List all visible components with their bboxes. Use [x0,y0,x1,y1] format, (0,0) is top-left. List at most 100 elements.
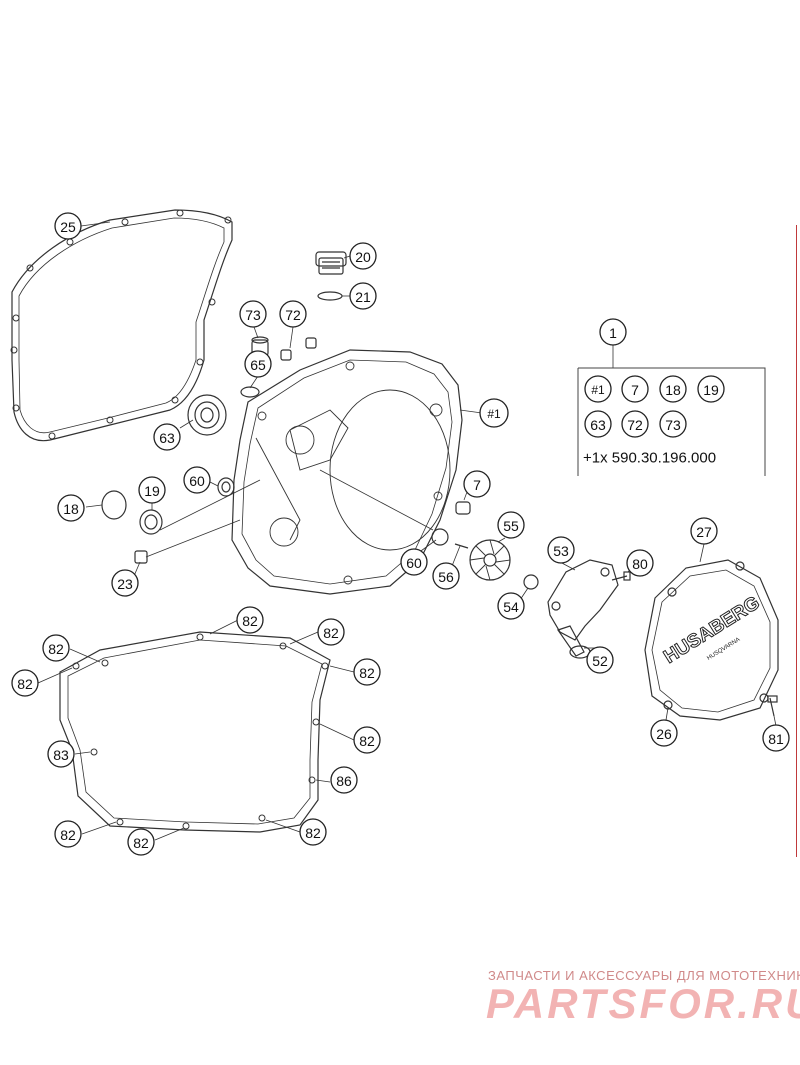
callout-82-4 [353,658,381,686]
callout-65 [244,350,272,378]
screw-80 [611,571,631,581]
callout-text-52: 52 [592,653,608,669]
callout-text-25: 25 [60,219,76,235]
callout-82-3 [42,634,70,662]
callout-82-9 [299,818,327,846]
callout-83 [47,740,75,768]
callout-27 [690,517,718,545]
callout-text-82-9: 82 [305,825,321,841]
callout-text-73: 73 [245,307,261,323]
bearing-63 [187,394,227,436]
seal-19 [139,509,163,535]
callout-81 [762,724,790,752]
callout-73 [239,300,267,328]
callout-text-82-1: 82 [242,613,258,629]
dowel-72-a [280,349,292,361]
callout-text-83: 83 [53,747,69,763]
callout-text-18: 18 [63,501,79,517]
callout-text-82-3: 82 [48,641,64,657]
o-ring-18 [101,490,127,520]
gasket-82 [59,631,331,833]
watermark-logo: PARTSFOR.RU [486,980,800,1027]
callout-text-hash1: #1 [487,407,501,421]
callout-text-60: 60 [189,473,205,489]
gasket-25-holes [10,209,232,440]
gasket-82-holes [72,633,329,830]
gasket-25 [11,209,233,442]
kit-item-text-1: #1 [591,383,605,397]
callout-86 [330,766,358,794]
callout-82-2 [317,618,345,646]
callout-text-60b: 60 [406,555,422,571]
callout-55 [497,511,525,539]
callout-text-86: 86 [336,773,352,789]
callout-text-53: 53 [553,543,569,559]
callout-text-26: 26 [656,726,672,742]
callout-82-1 [236,606,264,634]
callout-52 [586,646,614,674]
screw-81 [767,695,778,717]
callout-19 [138,476,166,504]
callout-text-1: 1 [609,325,617,341]
kit-item-text-6: 72 [627,417,643,433]
kit-item-text-5: 63 [590,417,606,433]
callout-53 [547,536,575,564]
callout-text-54: 54 [503,599,519,615]
callout-82-6 [353,726,381,754]
kit-item-text-2: 7 [631,382,639,398]
callout-text-21: 21 [355,289,371,305]
callout-25 [54,212,82,240]
callout-72 [279,300,307,328]
callout-63 [153,423,181,451]
callout-20 [349,242,377,270]
callout-text-80: 80 [632,556,648,572]
callout-text-82-7: 82 [60,827,76,843]
callout-23 [111,569,139,597]
callout-80 [626,549,654,577]
callout-text-72: 72 [285,307,301,323]
page-edge-line [796,225,797,857]
callout-21 [349,282,377,310]
kit-box [577,367,766,476]
callout-26 [650,719,678,747]
water-pump-impeller-55 [469,539,511,581]
callout-56 [432,562,460,590]
callout-text-82-2: 82 [323,625,339,641]
callout-text-63: 63 [159,430,175,446]
callout-text-82-5: 82 [17,676,33,692]
callout-text-81: 81 [768,731,784,747]
callout-54 [497,592,525,620]
watermark-caption: ЗАПЧАСТИ И АКСЕССУАРЫ ДЛЯ МОТОТЕХНИКИ [488,968,800,983]
callout-7 [463,470,491,498]
shaft-seal-60-b [431,528,449,546]
water-pump-cover-52-53 [547,559,619,659]
callout-18 [57,494,85,522]
o-ring-21 [317,291,343,301]
callout-text-23: 23 [117,576,133,592]
o-ring-65 [240,386,260,398]
callout-text-20: 20 [355,249,371,265]
dowel-72-b [305,337,317,349]
callout-1 [599,318,627,346]
callout-60b [400,548,428,576]
callout-text-56: 56 [438,569,454,585]
kit-item-text-7: 73 [665,417,681,433]
bush-7 [455,501,471,515]
dowel-23 [134,550,148,564]
kit-item-text-3: 18 [665,382,681,398]
kit-item-text-4: 19 [703,382,719,398]
callout-hash1 [479,398,509,428]
callout-text-82-8: 82 [133,835,149,851]
callout-82-7 [54,820,82,848]
clutch-cover-inner [231,349,463,595]
callout-text-82-4: 82 [359,665,375,681]
callout-text-7: 7 [473,477,481,493]
callout-text-27: 27 [696,524,712,540]
callout-82-8 [127,828,155,856]
callout-60 [183,466,211,494]
pin-56 [454,543,469,549]
callout-82-5 [11,669,39,697]
callout-text-55: 55 [503,518,519,534]
clutch-cover-outer-27 [644,559,779,721]
